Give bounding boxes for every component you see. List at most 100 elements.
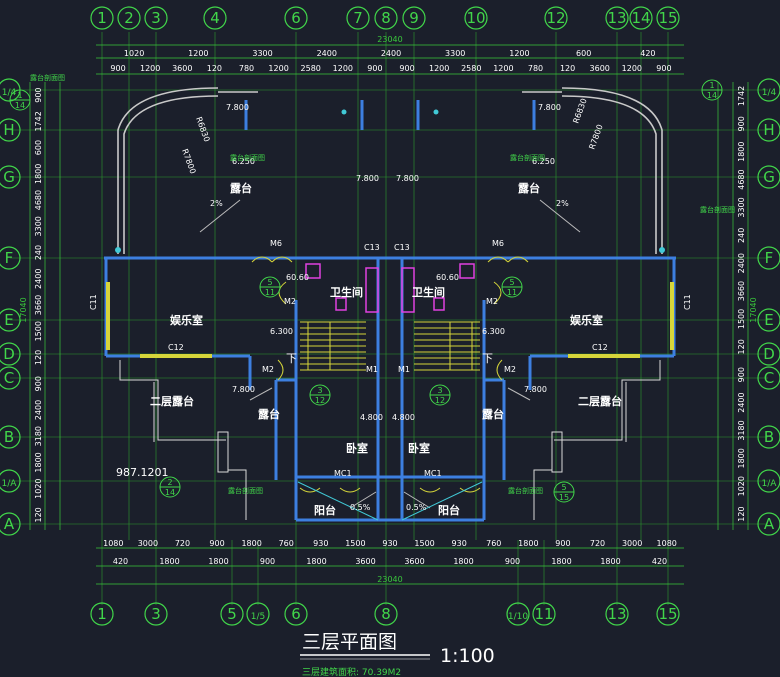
svg-text:13: 13 xyxy=(607,605,626,623)
bubble-5-left: 5 xyxy=(267,278,272,287)
axis-bubble-left-2: G xyxy=(0,165,21,189)
svg-text:D: D xyxy=(763,345,775,363)
dim-right-12: 3180 xyxy=(737,420,746,440)
room-entertainment-right: 娱乐室 xyxy=(570,313,603,327)
level-6250-left: 6.250 xyxy=(232,157,255,166)
parapets xyxy=(119,360,661,520)
door-m1-right: M1 xyxy=(398,365,410,374)
dim-top-2-8: 900 xyxy=(367,64,382,73)
dim-bottom-2-8: 900 xyxy=(505,557,520,566)
dim-bottom-2-3: 900 xyxy=(260,557,275,566)
bathroom-fixtures xyxy=(305,263,475,313)
dim-bottom-1-5: 760 xyxy=(279,539,294,548)
dim-top-2-1: 1200 xyxy=(140,64,160,73)
axis-bubble-top-3: 4 xyxy=(203,6,227,30)
dim-right-6: 2400 xyxy=(737,253,746,273)
dim-top-2-7: 1200 xyxy=(333,64,353,73)
room-balcony-left: 阳台 xyxy=(314,503,336,517)
dim-top-2-13: 780 xyxy=(528,64,543,73)
curved-terrace-walls xyxy=(117,87,663,254)
dim-bottom-1-8: 930 xyxy=(382,539,397,548)
room-terrace-top-right: 露台 xyxy=(518,181,540,195)
dim-bottom-1-6: 930 xyxy=(313,539,328,548)
dim-top-1-6: 1200 xyxy=(509,49,529,58)
svg-text:C: C xyxy=(4,369,14,387)
dim-bottom-2-2: 1800 xyxy=(208,557,228,566)
svg-text:1: 1 xyxy=(97,605,107,623)
dim-top-1-2: 3300 xyxy=(252,49,272,58)
axis-bubble-left-1: H xyxy=(0,118,21,142)
window-c12-left: C12 xyxy=(168,343,184,352)
dim-bottom-1-2: 720 xyxy=(175,539,190,548)
axis-bubble-right-0: 1/4 xyxy=(757,78,780,102)
radius-6830-left: R6830 xyxy=(194,116,211,143)
svg-text:1/10: 1/10 xyxy=(508,612,528,622)
svg-text:3: 3 xyxy=(151,605,161,623)
svg-text:4: 4 xyxy=(210,9,220,27)
axis-bubble-left-7: B xyxy=(0,425,21,449)
dim-right-15: 120 xyxy=(737,506,746,521)
door-m2-right: M2 xyxy=(486,297,498,306)
detail-note-bl: 露台剖面图 xyxy=(228,486,263,495)
svg-text:1: 1 xyxy=(97,9,107,27)
svg-text:12: 12 xyxy=(546,9,565,27)
dim-right-10: 900 xyxy=(737,367,746,382)
room-bedroom-left: 卧室 xyxy=(346,441,368,455)
dim-bottom-2-10: 1800 xyxy=(600,557,620,566)
svg-text:H: H xyxy=(3,121,14,139)
dim-bottom-1-12: 1800 xyxy=(518,539,538,548)
dim-bottom-1-1: 3000 xyxy=(138,539,158,548)
overall-width-top: 23040 xyxy=(377,35,402,44)
level-7800-b: 7.800 xyxy=(538,103,561,112)
svg-text:C: C xyxy=(764,369,774,387)
overall-height-left: 17040 xyxy=(19,297,28,322)
svg-text:8: 8 xyxy=(381,9,391,27)
window-c12-right: C12 xyxy=(592,343,608,352)
dimension-lines xyxy=(29,44,749,585)
axis-bubble-right-4: E xyxy=(757,308,780,332)
axis-bubble-right-3: F xyxy=(757,246,780,270)
level-6300-right: 6.300 xyxy=(482,327,505,336)
dim-right-13: 1800 xyxy=(737,448,746,468)
door-m6-right: M6 xyxy=(492,239,504,248)
bubble-5-br: 5 xyxy=(561,483,566,492)
room-terrace-mid-right: 露台 xyxy=(482,407,504,421)
level-4800-left: 4.800 xyxy=(360,413,383,422)
svg-text:1/A: 1/A xyxy=(762,479,778,489)
axis-bubble-right-5: D xyxy=(757,342,780,366)
axis-bubble-top-6: 8 xyxy=(374,6,398,30)
dim-right-11: 2400 xyxy=(737,392,746,412)
dim-top-2-10: 1200 xyxy=(429,64,449,73)
axis-bubble-right-9: A xyxy=(757,512,780,536)
svg-text:8: 8 xyxy=(381,605,391,623)
component-labels: C11 C11 C12 C12 C13 C13 M6 M6 M1 M1 M2 M… xyxy=(89,97,692,512)
dim-bottom-2-9: 1800 xyxy=(551,557,571,566)
dim-bottom-2-11: 420 xyxy=(652,557,667,566)
axis-bubble-right-8: 1/A xyxy=(757,469,780,493)
dim-bottom-1-16: 1080 xyxy=(657,539,677,548)
dim-right-1: 900 xyxy=(737,116,746,131)
dim-left-6: 240 xyxy=(34,245,43,260)
door-m2-left: M2 xyxy=(284,297,296,306)
room-bathroom-right: 卫生间 xyxy=(412,285,445,299)
detail-callouts: 露台剖面图 露台剖面图 露台剖面图 露台剖面图 露台剖面图 露台剖面图 xyxy=(30,73,735,495)
stairs xyxy=(300,321,480,371)
dim-top-2-11: 2580 xyxy=(461,64,481,73)
svg-text:1/A: 1/A xyxy=(2,479,18,489)
room-terrace-mid-left: 露台 xyxy=(258,407,280,421)
detail-bubbles xyxy=(9,79,723,503)
axis-bubble-top-8: 10 xyxy=(464,6,488,30)
svg-text:7: 7 xyxy=(353,9,363,27)
dim-top-2-17: 900 xyxy=(656,64,671,73)
bubble-1-top: 1 xyxy=(17,91,22,100)
slope-top-left: 2% xyxy=(210,199,223,208)
dim-left-8: 3660 xyxy=(34,295,43,315)
room-terrace-top-left: 露台 xyxy=(230,181,252,195)
dim-top-2-12: 1200 xyxy=(493,64,513,73)
dim-bottom-2-6: 3600 xyxy=(404,557,424,566)
level-7800-c: 7.800 xyxy=(356,174,379,183)
dim-bottom-1-15: 3000 xyxy=(622,539,642,548)
door-m1-left: M1 xyxy=(366,365,378,374)
room-second-terrace-right: 二层露台 xyxy=(578,394,622,408)
